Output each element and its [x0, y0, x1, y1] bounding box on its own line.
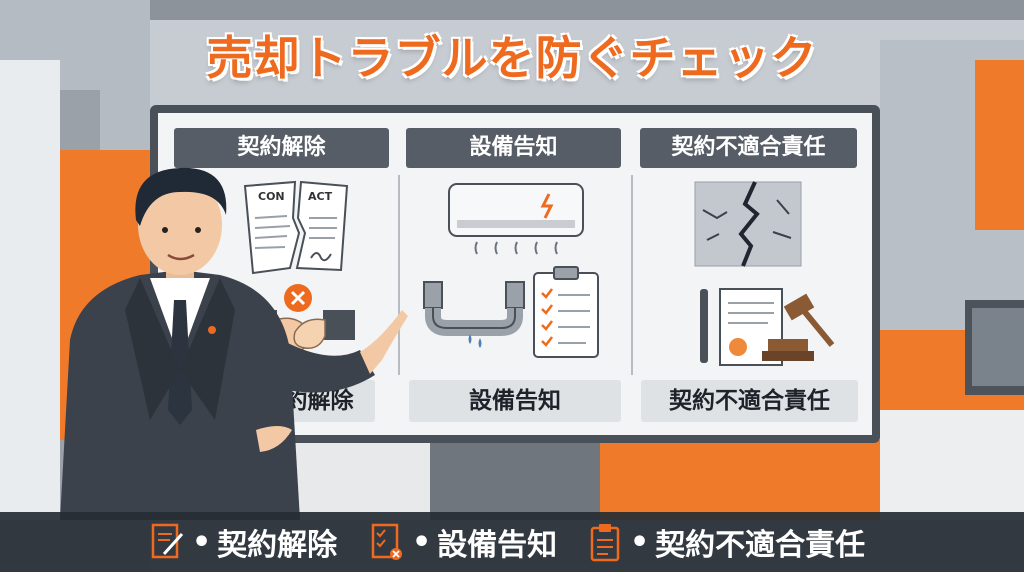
contract-text-left: CON — [258, 190, 285, 203]
checklist-x-icon — [371, 523, 402, 560]
panel-label-nonconformity: 契約不適合責任 — [641, 380, 858, 422]
footer-item-nonconformity: • 契約不適合責任 — [588, 518, 865, 566]
panel-header-nonconformity: 契約不適合責任 — [640, 128, 857, 168]
footer-bullet: • — [192, 524, 212, 560]
panel-label-equipment-notice: 設備告知 — [409, 380, 621, 422]
footer-bullet: • — [630, 524, 650, 560]
panel-divider — [631, 175, 633, 375]
torn-contract-icon — [243, 180, 349, 275]
checklist-icon — [533, 266, 599, 358]
page-title: 売却トラブルを防ぐチェック — [206, 31, 818, 85]
cross-icon — [284, 284, 312, 312]
footer-label: 契約不適合責任 — [655, 528, 866, 563]
panel-divider — [398, 175, 400, 375]
footer-item-equipment-notice: • 設備告知 — [370, 518, 557, 566]
panel-header-equipment-notice: 設備告知 — [406, 128, 621, 168]
footer-label: 契約解除 — [217, 528, 338, 563]
contract-text-right: ACT — [308, 190, 333, 203]
presenter-figure — [60, 167, 408, 520]
panel-header-contract-cancel: 契約解除 — [174, 128, 389, 168]
leaking-pipe-icon — [423, 281, 525, 348]
footer-label: 設備告知 — [437, 528, 558, 563]
footer-bullet: • — [412, 524, 432, 560]
footer-item-contract-cancel: • 契約解除 — [150, 518, 337, 566]
footer-bar — [0, 512, 1024, 572]
document-gavel-icon — [700, 288, 835, 366]
air-conditioner-icon — [448, 183, 584, 255]
document-pen-icon — [151, 523, 184, 559]
cracked-wall-icon — [694, 181, 802, 267]
clipboard-icon — [590, 524, 620, 562]
